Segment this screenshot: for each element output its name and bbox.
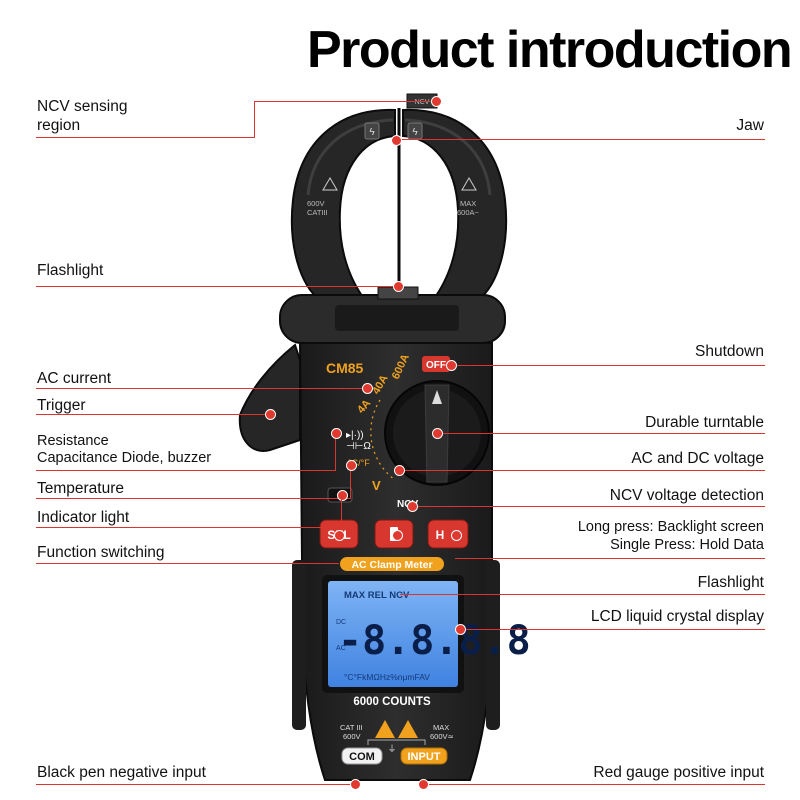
warning-icon xyxy=(322,177,338,191)
warning-icon xyxy=(461,177,477,191)
callout-ac-dc-voltage: AC and DC voltage xyxy=(631,450,764,467)
callout-temperature: Temperature xyxy=(37,480,125,497)
svg-text:INPUT: INPUT xyxy=(408,751,441,763)
resistance-icon: ⊣⊢Ω xyxy=(346,441,371,452)
page-title: Product introduction xyxy=(307,21,793,79)
input-jack[interactable]: INPUT xyxy=(400,747,448,765)
callout-black-pen: Black pen negative input xyxy=(37,764,206,781)
lcd-digits: -8.8.8.8 xyxy=(338,618,531,664)
svg-text:ϟ: ϟ xyxy=(369,127,375,138)
jaw-left-rating: 600V CATIII xyxy=(307,199,328,217)
callout-shutdown: Shutdown xyxy=(695,343,764,360)
svg-text:H: H xyxy=(436,528,445,542)
meter-banner: AC Clamp Meter xyxy=(351,559,432,571)
callout-trigger: Trigger xyxy=(37,397,86,414)
callout-flashlight-top: Flashlight xyxy=(37,262,104,279)
callout-ncv-detection: NCV voltage detection xyxy=(609,487,764,504)
lightning-icon xyxy=(364,122,380,140)
trigger xyxy=(238,343,301,452)
callout-function-switching: Function switching xyxy=(37,544,165,561)
svg-text:COM: COM xyxy=(349,751,375,763)
callout-ac-current: AC current xyxy=(37,370,112,387)
ground-icon: ⏚ xyxy=(387,744,396,754)
model-name: CM85 xyxy=(326,360,364,376)
ncv-tip-label: NCV xyxy=(415,99,430,106)
lcd-dc: DC xyxy=(336,619,346,626)
callout-durable-turntable: Durable turntable xyxy=(645,414,764,431)
jaw-right-rating: MAX 600A~ xyxy=(457,199,480,217)
off-label: OFF xyxy=(426,360,446,371)
lcd-units: °C°FkMΩHz%nμmFAV xyxy=(344,672,430,682)
off-badge xyxy=(422,356,450,372)
callout-jaw: Jaw xyxy=(736,117,764,134)
callout-lcd: LCD liquid crystal display xyxy=(590,608,764,625)
temp-label: °C/°F xyxy=(348,458,370,468)
warning-icon xyxy=(375,720,395,738)
svg-text:ϟ: ϟ xyxy=(412,127,418,138)
lcd-display: MAX REL NCV DC AC -8.8.8.8 °C°FkMΩHz%nμm… xyxy=(322,575,531,693)
diode-icon: ▸|·)) xyxy=(346,430,364,441)
v-label: V xyxy=(372,478,381,493)
lcd-ac: AC xyxy=(336,645,346,652)
lcd-status-row: MAX REL NCV xyxy=(344,590,410,601)
com-jack[interactable]: COM xyxy=(341,747,383,765)
hold-backlight-button[interactable]: H ✲ xyxy=(427,519,469,549)
counts-label: 6000 COUNTS xyxy=(353,696,431,708)
callout-indicator-light: Indicator light xyxy=(37,509,130,526)
callout-flashlight-bottom: Flashlight xyxy=(697,574,764,591)
callout-red-gauge: Red gauge positive input xyxy=(593,764,764,781)
warning-icon xyxy=(398,720,418,738)
